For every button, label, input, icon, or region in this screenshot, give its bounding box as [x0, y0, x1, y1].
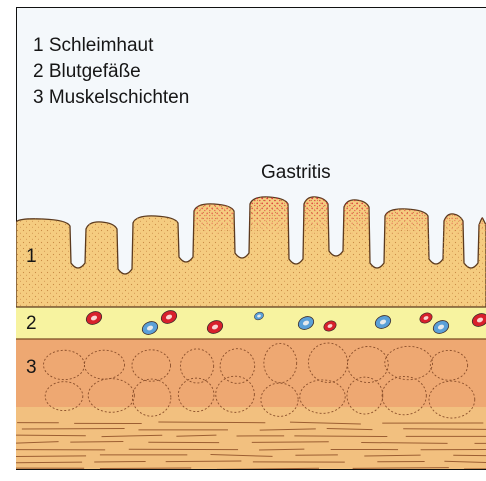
legend-item-mucosa: 1 Schleimhaut — [33, 33, 189, 59]
layer-label-muscle: 3 — [26, 357, 37, 378]
layer-label-vessels: 2 — [26, 313, 37, 334]
muscle-layer-lower — [16, 407, 486, 469]
muscle-fiber — [16, 435, 86, 436]
muscle-fiber — [16, 456, 86, 457]
muscle-fiber — [16, 462, 82, 463]
frame-bottom-border — [16, 469, 486, 470]
muscle-fiber — [100, 468, 191, 469]
muscle-layer-upper — [16, 337, 486, 417]
legend-item-muscle: 3 Muskelschichten — [33, 85, 189, 111]
inflammation-spots — [186, 197, 486, 237]
muscle-fiber — [70, 442, 123, 443]
muscle-fiber — [158, 422, 265, 423]
legend-item-vessels: 2 Blutgefäße — [33, 59, 189, 85]
gastritis-label: Gastritis — [261, 162, 331, 183]
layer-label-mucosa: 1 — [26, 246, 37, 267]
muscle-fiber — [166, 461, 242, 462]
legend: 1 Schleimhaut 2 Blutgefäße 3 Muskelschic… — [33, 33, 189, 111]
muscle-fiber — [252, 442, 329, 443]
muscle-fiber — [353, 468, 449, 469]
muscle-fiber — [294, 436, 387, 437]
